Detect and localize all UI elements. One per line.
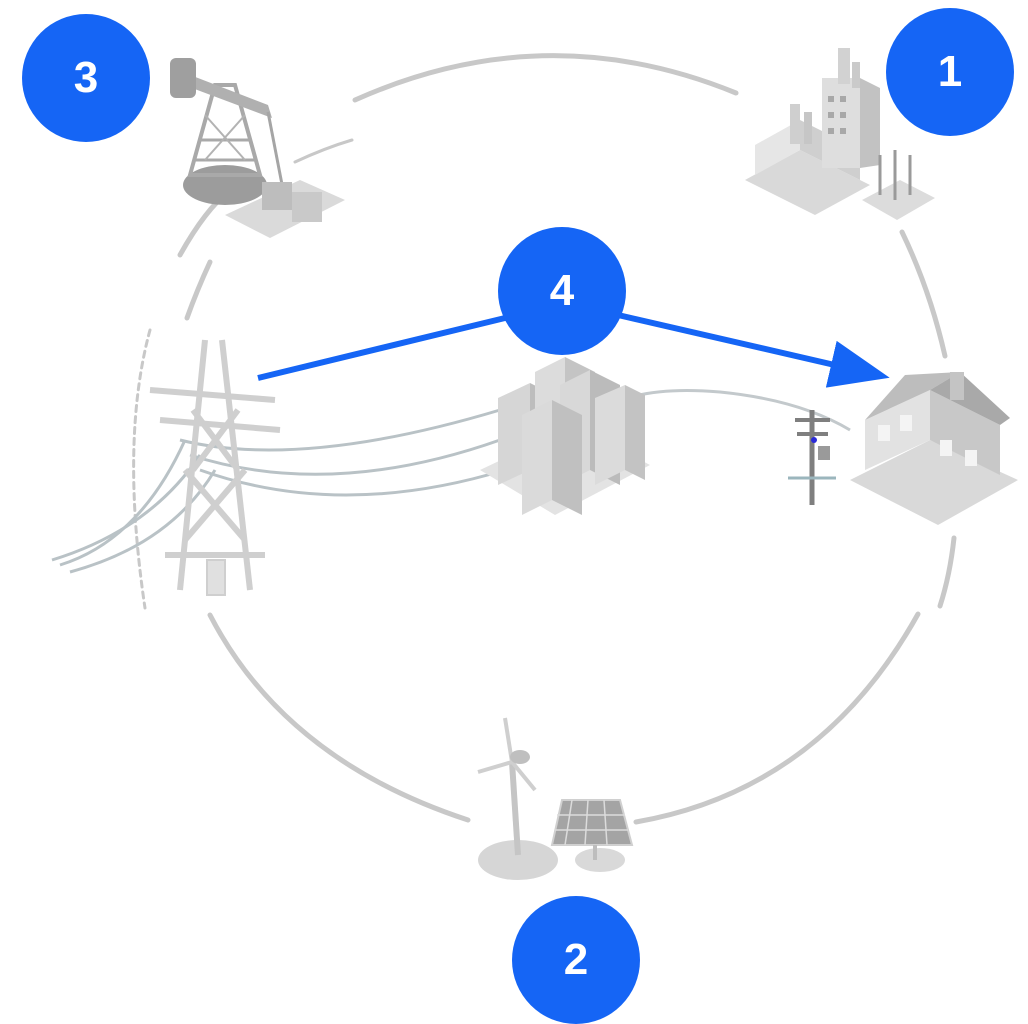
server-racks-icon bbox=[480, 357, 650, 515]
transmission-tower-icon bbox=[149, 339, 281, 596]
flow-arrow bbox=[257, 312, 890, 388]
ring-arc-top-right bbox=[899, 229, 948, 359]
ring-arc-bottom-right bbox=[633, 611, 921, 825]
step-badge-1: 1 bbox=[886, 8, 1014, 136]
power-plant-icon bbox=[745, 48, 935, 220]
step-badge-3: 3 bbox=[22, 14, 150, 142]
ring-arc-top bbox=[352, 53, 739, 103]
ring-arc-right bbox=[937, 535, 957, 609]
ring-arc-oil-link bbox=[293, 138, 354, 164]
step-badge-4: 4 bbox=[498, 227, 626, 355]
power-lines bbox=[51, 389, 851, 574]
house-icon bbox=[850, 372, 1018, 525]
ring-arc-bottom-left bbox=[207, 612, 471, 823]
utility-pole-icon bbox=[788, 410, 836, 505]
wind-turbine-solar-panel-icon bbox=[477, 717, 634, 880]
cycle-ring bbox=[132, 53, 957, 825]
ring-arc-left-outer bbox=[132, 328, 152, 610]
step-badge-2: 2 bbox=[512, 896, 640, 1024]
ring-arc-left-upper bbox=[184, 259, 213, 321]
oil-pumpjack-icon bbox=[170, 58, 345, 238]
